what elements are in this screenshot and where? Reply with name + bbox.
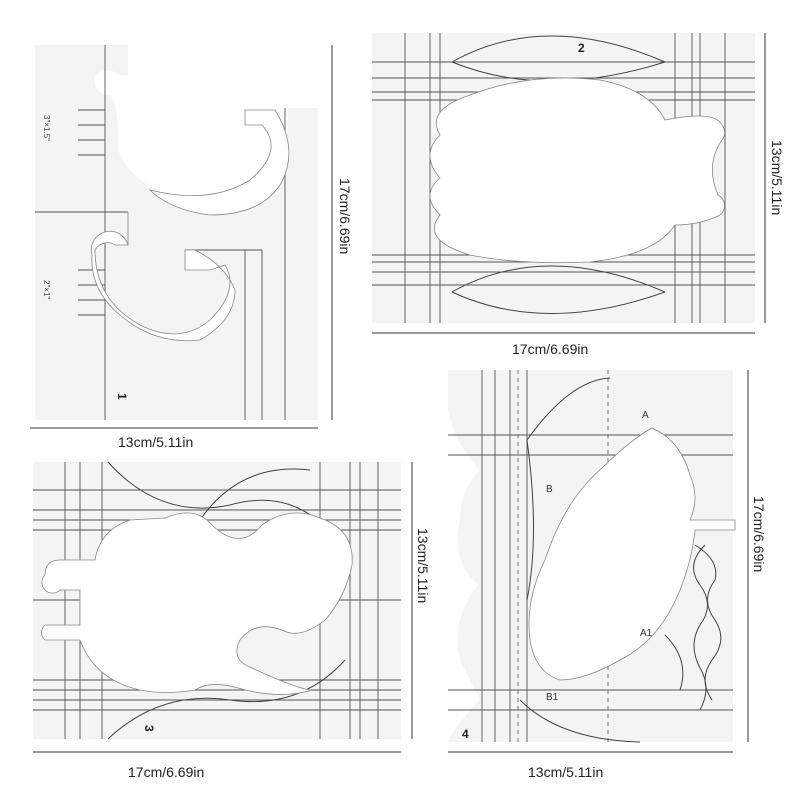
width-label-3: 17cm/6.69in <box>128 764 204 780</box>
width-label-4: 13cm/5.11in <box>528 764 603 780</box>
template-1: 3"×1.5" 2"×1" 1 13cm/5.11in 17cm/6.69in <box>30 45 353 450</box>
size-mark-2x1: 2"×1" <box>42 280 51 299</box>
template-number-3: 3 <box>142 725 156 732</box>
template-3: 3 17cm/6.69in 13cm/5.11in <box>33 461 431 780</box>
height-label-2: 13cm/5.11in <box>769 140 785 215</box>
template-number-2: 2 <box>578 41 585 55</box>
marker-a: A <box>642 410 649 421</box>
marker-b1: B1 <box>546 692 559 703</box>
width-label-1: 13cm/5.11in <box>118 434 193 450</box>
height-label-3: 13cm/5.11in <box>415 528 431 603</box>
marker-a1: A1 <box>640 628 653 639</box>
height-label-1: 17cm/6.69in <box>337 178 353 254</box>
template-number-1: 1 <box>115 393 129 400</box>
size-mark-3x1-5: 3"×1.5" <box>42 115 51 141</box>
width-label-2: 17cm/6.69in <box>512 341 588 357</box>
template-4: A B A1 B1 4 13cm/5.11in 17cm/6.69in <box>448 370 767 780</box>
template-number-4: 4 <box>462 727 469 741</box>
template-2: 2 17cm/6.69in 13cm/5.11in <box>372 33 785 357</box>
height-label-4: 17cm/6.69in <box>751 496 767 572</box>
marker-b: B <box>546 484 553 495</box>
